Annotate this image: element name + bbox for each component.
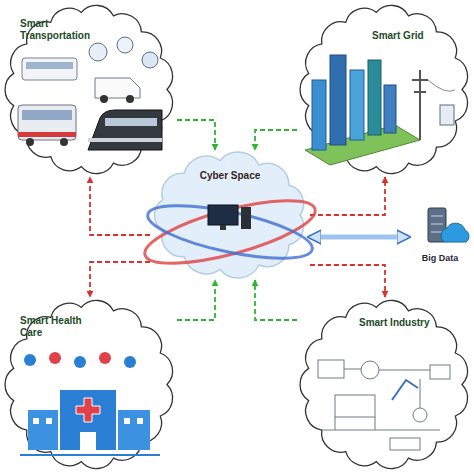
cloud-node: Smart Transportation — [2, 2, 177, 177]
node-title: Smart Grid — [372, 30, 462, 42]
cyber-cloud-outline — [150, 150, 310, 280]
dashed-flow-arrow — [310, 265, 385, 297]
data-exchange-arrow — [310, 235, 408, 240]
dashed-flow-arrow — [255, 130, 297, 150]
cloud-node: Smart Grid — [297, 2, 472, 177]
cloud-node: Smart Health Care — [2, 297, 177, 472]
big-data-icon — [428, 208, 469, 242]
node-title: Cyber Space — [150, 170, 310, 182]
node-title: Smart Industry — [359, 317, 439, 329]
dashed-flow-arrow — [177, 120, 215, 150]
node-title: Smart Transportation — [20, 18, 115, 41]
cloud-outline — [297, 2, 472, 177]
node-title: Smart Health Care — [20, 315, 100, 338]
dashed-flow-arrow — [310, 177, 385, 215]
data-store: Big Data — [408, 205, 472, 271]
cyber-cloud: Cyber Space — [150, 150, 310, 280]
cloud-node: Smart Industry — [297, 297, 472, 472]
dashed-flow-arrow — [255, 280, 297, 320]
dashed-flow-arrow — [177, 280, 215, 320]
dashed-flow-arrow — [90, 262, 150, 297]
node-title: Big Data — [408, 253, 472, 263]
dashed-flow-arrow — [90, 177, 150, 235]
